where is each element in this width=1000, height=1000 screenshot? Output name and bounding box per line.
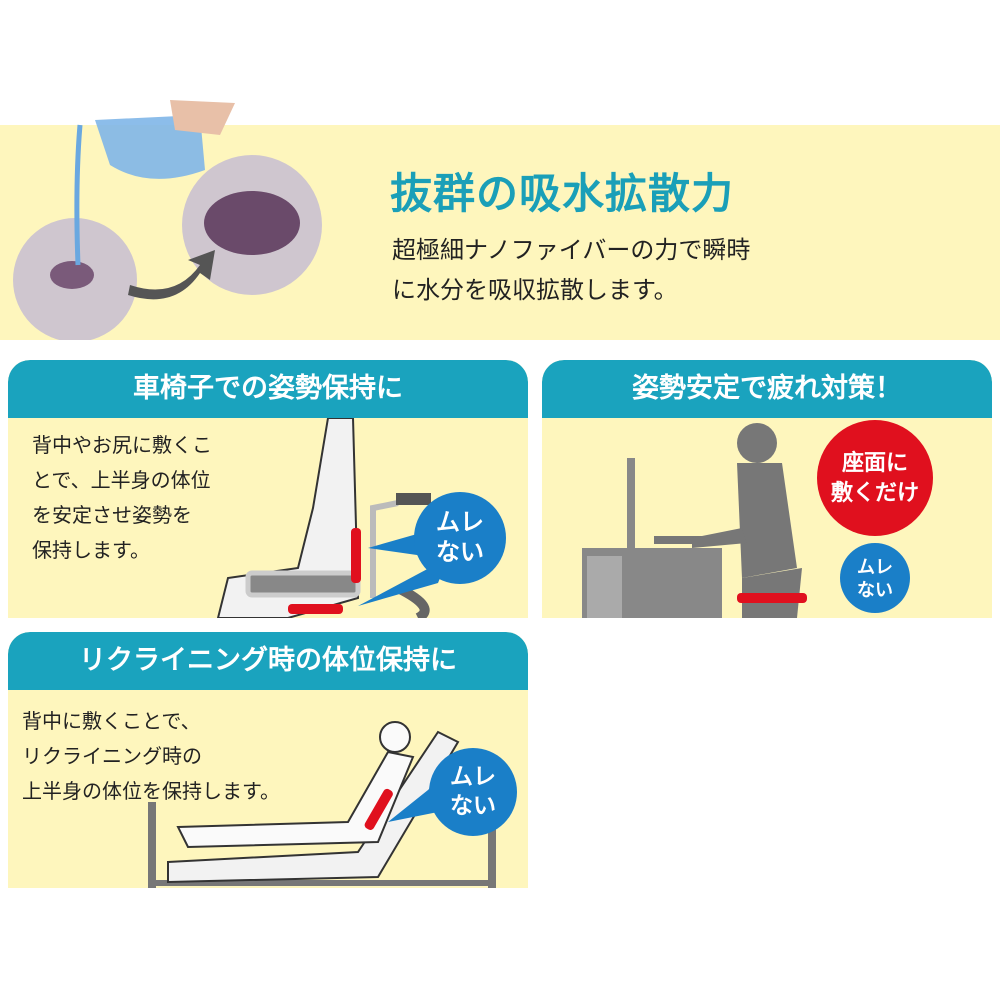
monitor xyxy=(627,458,635,548)
bed-frame xyxy=(148,802,156,888)
bubble-mure-nai xyxy=(840,543,910,613)
wheelchair-illustration: ムレ ない xyxy=(216,418,506,618)
reclined-mattress xyxy=(167,730,460,884)
bed-frame xyxy=(148,880,496,886)
bubble-pointer xyxy=(388,782,438,822)
bubble-text: ない xyxy=(436,538,484,566)
desk-illustration: 座面に 敷くだけ ムレ ない xyxy=(582,420,933,618)
arrow-icon xyxy=(128,250,215,300)
bubble-text: 敷くだけ xyxy=(831,480,919,506)
description-line: リクライニング時の xyxy=(22,744,202,768)
bubble-text: ムレ xyxy=(857,557,893,578)
wheelchair-frame xyxy=(370,500,399,598)
bubble-text: ムレ xyxy=(436,508,484,536)
water-stain-spread xyxy=(204,191,300,255)
reclining-person xyxy=(176,750,415,849)
hero-title: 抜群の吸水拡散力 xyxy=(390,169,735,218)
water-absorb-illustration xyxy=(13,100,322,340)
panel-desk: 姿勢安定で疲れ対策！ 座面に 敷くだけ ムレ ない xyxy=(542,360,992,618)
water-stain-small xyxy=(50,261,94,289)
panel-description: 背中に敷くことで、 リクライニング時の 上半身の体位を保持します。 xyxy=(22,704,280,809)
wheelchair-handle xyxy=(396,493,431,505)
back-cushion xyxy=(351,528,361,583)
bubble-text: 座面に xyxy=(842,450,908,476)
panel-description: 背中やお尻に敷くこ とで、上半身の体位 を安定させ姿勢を 保持します。 xyxy=(32,428,212,568)
hero-subtitle-line: に水分を吸収拡散します。 xyxy=(392,276,678,304)
bubble-text: ない xyxy=(450,793,496,819)
description-line: とで、上半身の体位 xyxy=(32,468,211,492)
description-line: 背中に敷くことで、 xyxy=(22,709,201,733)
panel-wheelchair: 車椅子での姿勢保持に 背中やお尻に敷くこ とで、上半身の体位 を安定させ姿勢を … xyxy=(8,360,528,618)
person-head xyxy=(379,721,411,753)
seat-cushion xyxy=(737,593,807,603)
keyboard xyxy=(654,536,714,544)
bubble-mure-nai xyxy=(414,492,506,584)
panel-title: リクライニング時の体位保持に xyxy=(8,632,528,690)
back-cushion xyxy=(364,788,393,830)
seat-cushion xyxy=(288,604,343,614)
wheelchair-seat xyxy=(245,570,361,598)
reclining-bed-illustration: ムレ ない xyxy=(148,721,517,888)
panel-title: 姿勢安定で疲れ対策！ xyxy=(542,360,992,418)
seated-person xyxy=(216,418,360,618)
description-line: を安定させ姿勢を xyxy=(32,503,192,527)
description-line: 保持します。 xyxy=(32,538,150,562)
hero-subtitle-line: 超極細ナノファイバーの力で瞬時 xyxy=(392,236,751,264)
bubble-pointer xyxy=(358,558,448,606)
desk-drawer xyxy=(587,556,622,618)
panel-reclining: リクライニング時の体位保持に 背中に敷くことで、 リクライニング時の 上半身の体… xyxy=(8,632,528,888)
panel-title: 車椅子での姿勢保持に xyxy=(8,360,528,418)
bubble-seat-only xyxy=(817,420,933,536)
description-line: 上半身の体位を保持します。 xyxy=(22,779,280,803)
person-head xyxy=(737,423,777,463)
person-arms xyxy=(692,528,747,548)
bed-frame xyxy=(488,812,496,888)
person-torso xyxy=(737,463,797,578)
hand xyxy=(170,100,235,135)
water-stream xyxy=(74,124,83,266)
bubble-mure-nai xyxy=(429,748,517,836)
description-line: 背中やお尻に敷くこ xyxy=(32,433,212,457)
bubble-text: ムレ xyxy=(450,764,496,790)
bubble-text: ない xyxy=(857,580,893,601)
beaker xyxy=(95,115,205,179)
